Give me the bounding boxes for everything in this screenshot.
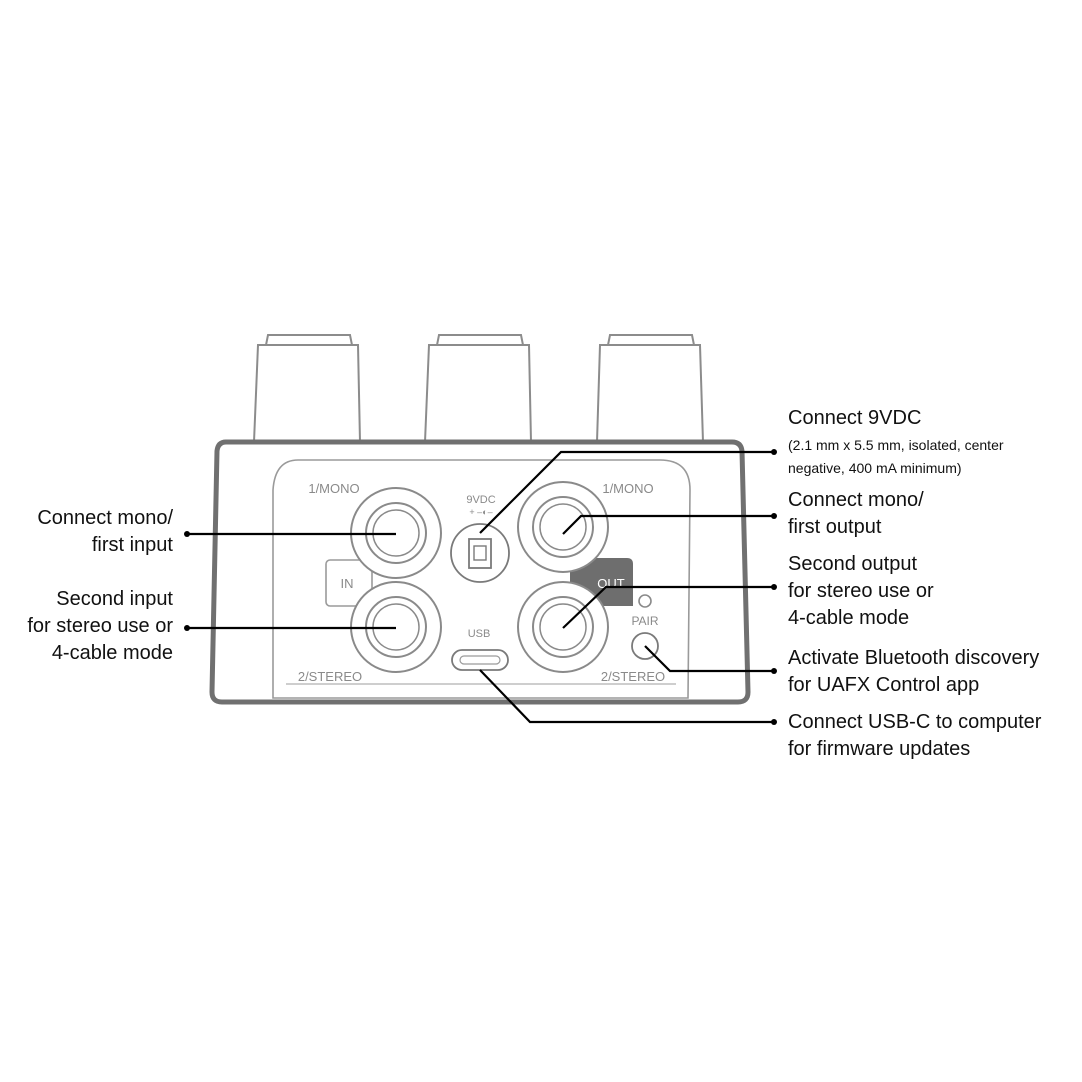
- usb-port-inner: [459, 655, 501, 665]
- leader-power: [479, 450, 774, 534]
- jack-output-1: [517, 481, 609, 573]
- leader-pair: [644, 645, 774, 673]
- jack-panel-outline: [272, 459, 691, 699]
- leader-dot-usb: [771, 719, 777, 725]
- callout-mono-output-line-2: first output: [788, 516, 882, 538]
- label-in: IN: [341, 576, 354, 591]
- leader-dot-second-input: [184, 625, 190, 631]
- leader-mono-output: [562, 514, 774, 535]
- callout-second-input-line-3: 4-cable mode: [51, 642, 173, 664]
- label-usb: USB: [468, 628, 491, 640]
- callout-power-title: Connect 9VDC: [788, 407, 922, 429]
- label-in-1-mono: 1/MONO: [308, 481, 359, 496]
- leader-dot-second-output: [771, 584, 777, 590]
- label-9vdc: 9VDC: [466, 494, 495, 506]
- callout-mono-input-line-2: first input: [91, 534, 173, 556]
- label-in-2-stereo: 2/STEREO: [298, 669, 362, 684]
- callout-second-output: Second output for stereo use or 4-cable …: [788, 551, 934, 632]
- callout-power-detail-line-2: negative, 400 mA minimum): [788, 460, 962, 476]
- knob-right: [595, 334, 705, 443]
- leader-usb: [479, 669, 774, 724]
- callout-usb: Connect USB-C to computer for firmware u…: [788, 709, 1041, 763]
- label-out: OUT: [597, 576, 625, 591]
- callout-second-input: Second input for stereo use or 4-cable m…: [27, 586, 173, 667]
- status-led: [638, 594, 652, 608]
- callout-mono-output: Connect mono/ first output: [788, 487, 924, 541]
- callout-usb-line-1: Connect USB-C to computer: [788, 711, 1042, 733]
- polarity-symbol: + –◐–: [469, 507, 492, 517]
- callout-mono-input-line-1: Connect mono/: [37, 507, 173, 529]
- callout-pair-line-2: for UAFX Control app: [788, 674, 980, 696]
- label-out-2-stereo: 2/STEREO: [601, 669, 665, 684]
- callout-mono-output-line-1: Connect mono/: [788, 489, 924, 511]
- leader-dot-pair: [771, 668, 777, 674]
- callout-second-output-line-2: for stereo use or: [788, 580, 934, 602]
- callout-pair-line-1: Activate Bluetooth discovery: [788, 647, 1040, 669]
- callout-mono-input: Connect mono/ first input: [37, 505, 173, 559]
- callout-power: Connect 9VDC (2.1 mm x 5.5 mm, isolated,…: [788, 405, 1004, 480]
- callout-second-input-line-1: Second input: [56, 588, 173, 610]
- knob-left: [252, 334, 362, 443]
- leader-dot-mono-output: [771, 513, 777, 519]
- label-pair: PAIR: [631, 614, 658, 628]
- callout-second-output-line-3: 4-cable mode: [788, 607, 910, 629]
- callout-second-output-line-1: Second output: [788, 553, 917, 575]
- leader-second-output: [562, 585, 774, 629]
- callout-second-input-line-2: for stereo use or: [27, 615, 173, 637]
- callout-pair: Activate Bluetooth discovery for UAFX Co…: [788, 645, 1039, 699]
- leader-dot-power: [771, 449, 777, 455]
- callout-usb-line-2: for firmware updates: [788, 738, 971, 760]
- label-out-1-mono: 1/MONO: [602, 481, 653, 496]
- leader-dot-mono-input: [184, 531, 190, 537]
- callout-power-detail-line-1: (2.1 mm x 5.5 mm, isolated, center: [788, 437, 1004, 453]
- knob-center: [423, 334, 533, 443]
- in-box: [325, 559, 373, 607]
- power-jack: [450, 523, 510, 583]
